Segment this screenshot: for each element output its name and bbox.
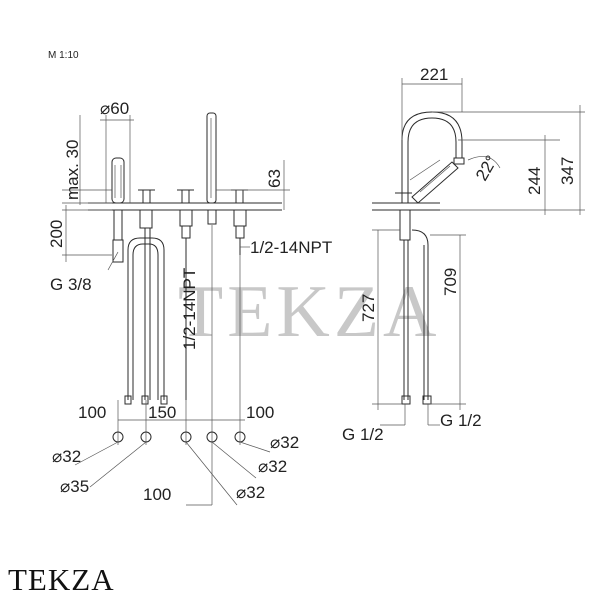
height-200-label: 200 [47, 220, 66, 248]
length-709-label: 709 [441, 268, 460, 296]
g38-label: G 3/8 [50, 275, 92, 294]
length-727-label: 727 [359, 294, 378, 322]
scale-label: M 1:10 [48, 50, 79, 61]
reach-221-label: 221 [420, 65, 448, 84]
spacing-right-label: 100 [246, 403, 274, 422]
hole-dia-4-label: ⌀32 [236, 483, 265, 502]
side-hose-loop [411, 229, 429, 400]
hole-dia-1-label: ⌀32 [52, 447, 81, 466]
g12-right-label: G 1/2 [440, 411, 482, 430]
front-dimension-lines [62, 115, 290, 506]
hand-shower-side [409, 159, 459, 204]
dia-60-label: ⌀60 [100, 99, 129, 118]
height-244-label: 244 [525, 167, 544, 195]
side-dimension-lines [372, 78, 585, 426]
side-fitting-right [422, 395, 432, 405]
npt-vertical-label: 1/2-14NPT [180, 268, 199, 350]
spout-nozzle [453, 157, 465, 165]
spacing-mid-label: 150 [148, 403, 176, 422]
left-valve [138, 189, 155, 229]
hole-dia-3-label: ⌀32 [258, 457, 287, 476]
spacing-bottom-label: 100 [143, 485, 171, 504]
side-view: 221 22° 244 347 727 709 G 1/2 G 1/2 [342, 65, 585, 444]
npt-right-label: 1/2-14NPT [250, 238, 332, 257]
g12-left-label: G 1/2 [342, 425, 384, 444]
spacing-left-label: 100 [78, 403, 106, 422]
height-63-label: 63 [265, 169, 284, 188]
watermark: TEKZA [178, 271, 441, 353]
front-view: ⌀60 max. 30 63 200 G 3/8 1/2-14NPT 1/2-1… [47, 99, 332, 506]
gooseneck-spout [401, 111, 463, 203]
gooseneck-spout-inner [407, 117, 457, 203]
right-valve [231, 189, 248, 239]
side-fitting-left [401, 395, 411, 405]
hand-shower [111, 157, 125, 263]
supply-hoses [124, 228, 241, 405]
height-347-label: 347 [558, 157, 577, 185]
hole-dia-2-label: ⌀32 [270, 433, 299, 452]
max-30-label: max. 30 [63, 140, 82, 200]
spout-front [206, 112, 217, 225]
deck-holes [74, 431, 271, 506]
brand-label: TEKZA [8, 562, 115, 597]
mid-valve [177, 189, 194, 239]
hole-dia-5-label: ⌀35 [60, 477, 89, 496]
side-body [399, 209, 411, 241]
